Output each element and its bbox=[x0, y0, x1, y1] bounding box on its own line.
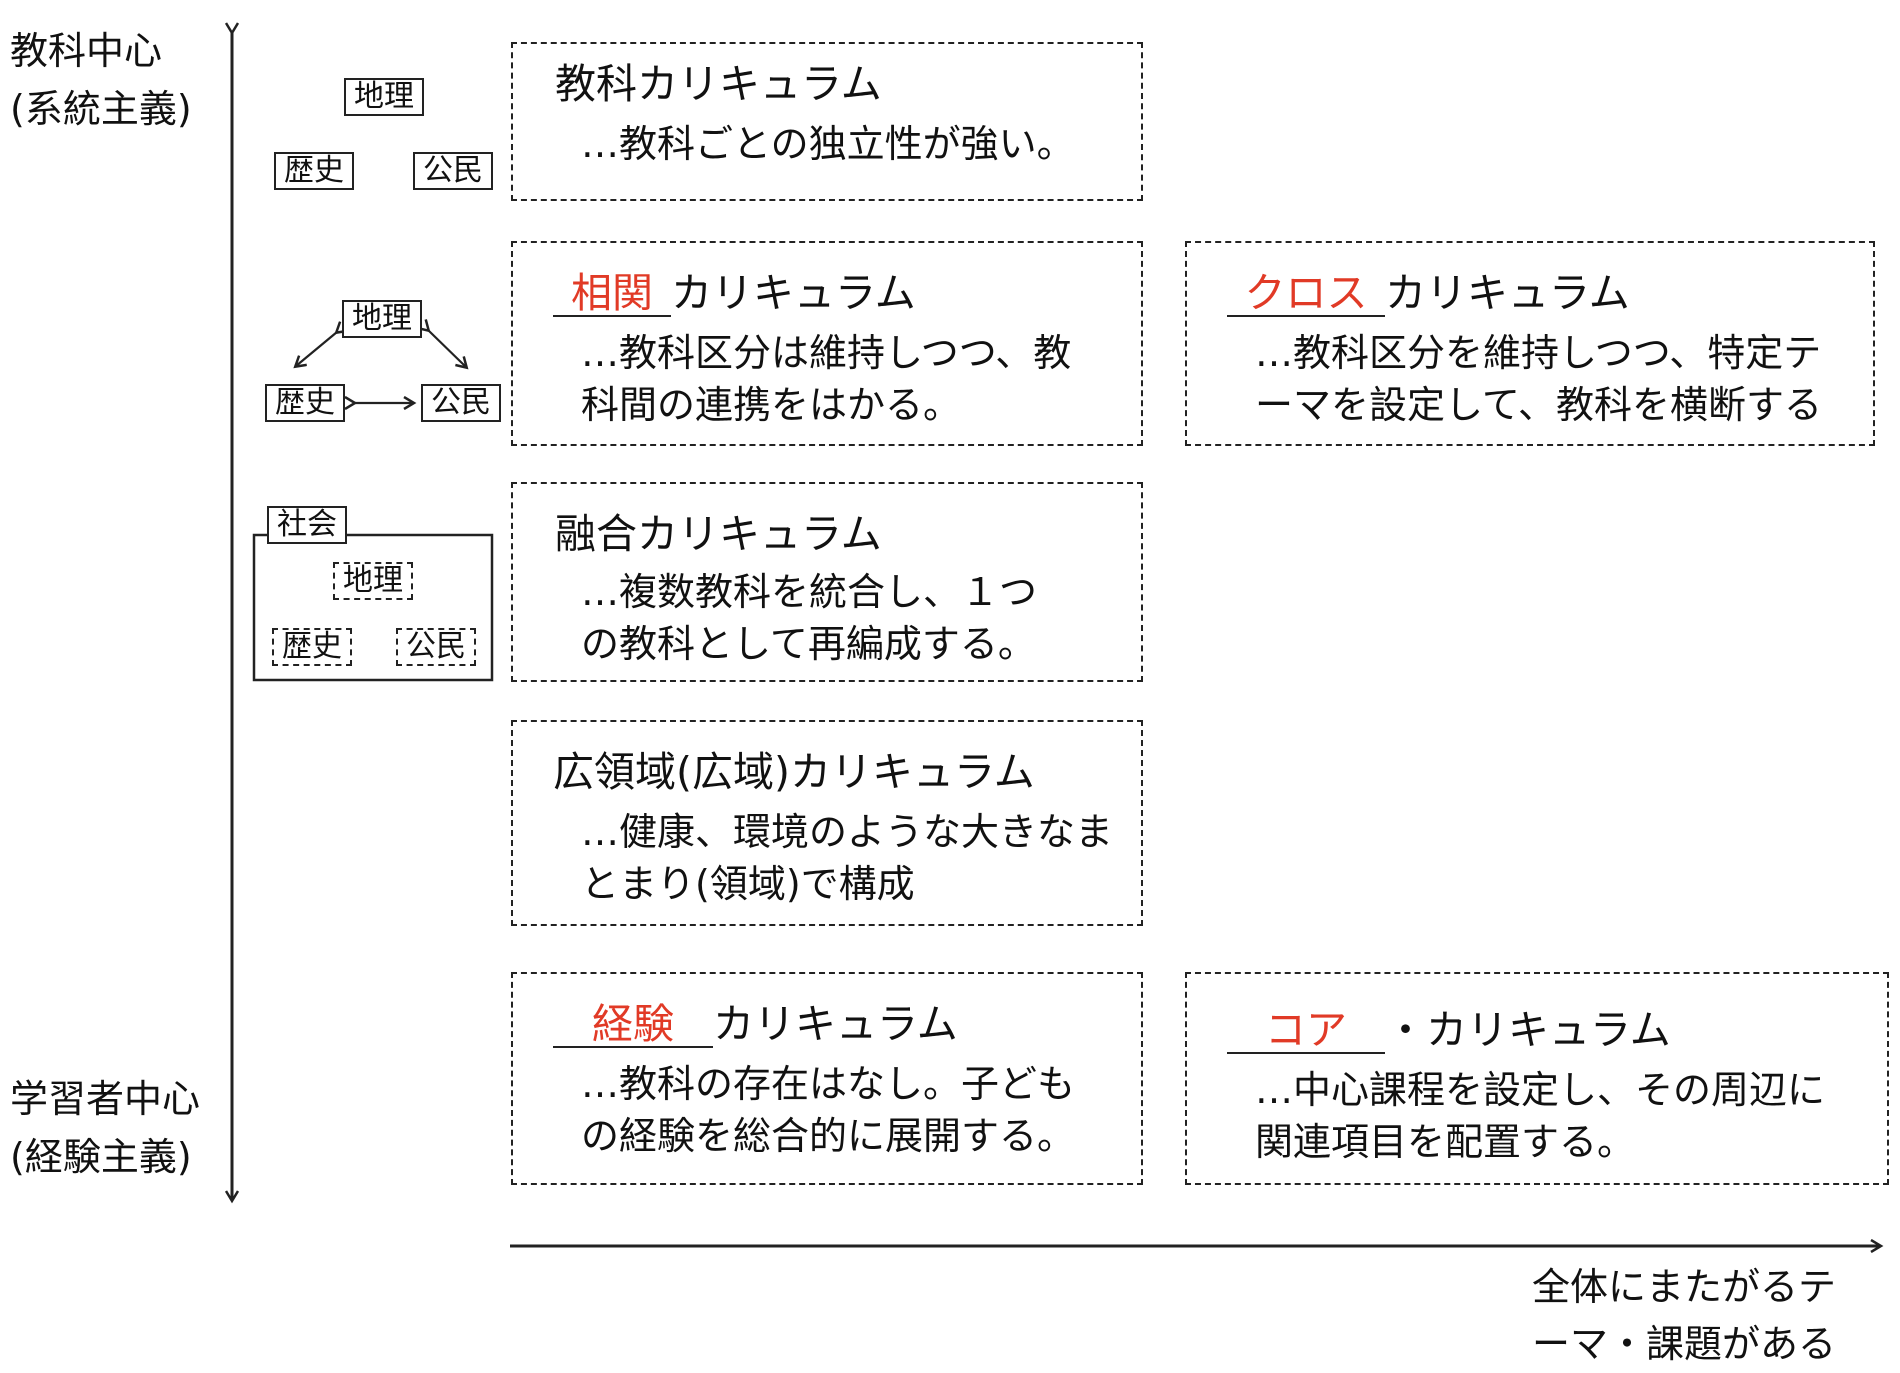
cross-title-suffix: カリキュラム bbox=[1385, 269, 1630, 317]
fused-curriculum-title: 融合カリキュラム bbox=[555, 510, 882, 558]
fused-subject-society: 社会 bbox=[267, 506, 347, 544]
corr-subject-civics: 公民 bbox=[421, 384, 501, 422]
experience-curriculum-desc-line1: …教科の存在はなし。子ども bbox=[581, 1062, 1076, 1106]
fused-curriculum-box: 融合カリキュラム …複数教科を統合し、１つ の教科として再編成する。 bbox=[511, 482, 1143, 682]
correlated-curriculum-desc-line2: 科間の連携をはかる。 bbox=[581, 383, 962, 427]
cross-answer-blank: クロス bbox=[1227, 271, 1385, 317]
core-curriculum-title: コア・カリキュラム bbox=[1227, 1004, 1671, 1056]
cross-curriculum-desc-line2: ーマを設定して、教科を横断する bbox=[1255, 383, 1822, 427]
experience-curriculum-box: 経験カリキュラム …教科の存在はなし。子ども の経験を総合的に展開する。 bbox=[511, 972, 1143, 1185]
fused-curriculum-desc-line2: の教科として再編成する。 bbox=[581, 622, 1036, 666]
core-curriculum-desc-line2: 関連項目を配置する。 bbox=[1255, 1120, 1636, 1164]
axis-top-label-line2: (系統主義) bbox=[10, 87, 192, 131]
cross-curriculum-desc-line1: …教科区分を維持しつつ、特定テ bbox=[1255, 331, 1822, 375]
correlated-curriculum-title: 相関カリキュラム bbox=[553, 267, 916, 319]
cross-curriculum-box: クロスカリキュラム …教科区分を維持しつつ、特定テ ーマを設定して、教科を横断す… bbox=[1185, 241, 1875, 446]
broad-field-curriculum-box: 広領域(広域)カリキュラム …健康、環境のような大きなま とまり(領域)で構成 bbox=[511, 720, 1143, 926]
subject-geography: 地理 bbox=[344, 78, 424, 116]
fused-curriculum-desc-line1: …複数教科を統合し、１つ bbox=[581, 570, 1038, 614]
correlated-curriculum-box: 相関カリキュラム …教科区分は維持しつつ、教 科間の連携をはかる。 bbox=[511, 241, 1143, 446]
axis-right-label-line1: 全体にまたがるテ bbox=[1532, 1265, 1837, 1309]
core-answer-blank: コア bbox=[1227, 1008, 1385, 1054]
subject-curriculum-title: 教科カリキュラム bbox=[555, 60, 882, 108]
correlated-curriculum-desc-line1: …教科区分は維持しつつ、教 bbox=[581, 331, 1072, 375]
arrow-geo-civics bbox=[428, 330, 466, 367]
correlated-answer-blank: 相関 bbox=[553, 271, 671, 317]
axis-top-label-line1: 教科中心 bbox=[10, 29, 163, 73]
subject-history: 歴史 bbox=[274, 152, 354, 190]
broad-field-curriculum-desc-line1: …健康、環境のような大きなま bbox=[581, 810, 1114, 854]
corr-subject-geography: 地理 bbox=[342, 300, 422, 338]
subject-curriculum-box: 教科カリキュラム …教科ごとの独立性が強い。 bbox=[511, 42, 1143, 201]
fused-subject-civics: 公民 bbox=[396, 628, 476, 666]
subject-civics: 公民 bbox=[413, 152, 493, 190]
fused-subject-geography: 地理 bbox=[333, 562, 413, 600]
experience-curriculum-title: 経験カリキュラム bbox=[553, 998, 958, 1050]
experience-answer-blank: 経験 bbox=[553, 1002, 713, 1048]
fused-subject-history: 歴史 bbox=[272, 628, 352, 666]
cross-curriculum-title: クロスカリキュラム bbox=[1227, 267, 1630, 319]
axis-bottom-label-line1: 学習者中心 bbox=[10, 1077, 201, 1121]
experience-title-suffix: カリキュラム bbox=[713, 1000, 958, 1048]
corr-subject-history: 歴史 bbox=[265, 384, 345, 422]
core-curriculum-box: コア・カリキュラム …中心課程を設定し、その周辺に 関連項目を配置する。 bbox=[1185, 972, 1889, 1185]
experience-curriculum-desc-line2: の経験を総合的に展開する。 bbox=[581, 1114, 1076, 1158]
axis-bottom-label-line2: (経験主義) bbox=[10, 1135, 192, 1179]
arrow-geo-history bbox=[296, 332, 337, 366]
axis-right-label-line2: ーマ・課題がある bbox=[1532, 1322, 1837, 1366]
broad-field-curriculum-title: 広領域(広域)カリキュラム bbox=[553, 748, 1035, 796]
society-container bbox=[252, 533, 494, 682]
core-curriculum-desc-line1: …中心課程を設定し、その周辺に bbox=[1255, 1068, 1826, 1112]
core-title-suffix: ・カリキュラム bbox=[1385, 1006, 1671, 1054]
subject-curriculum-desc-line1: …教科ごとの独立性が強い。 bbox=[581, 122, 1075, 166]
broad-field-curriculum-desc-line2: とまり(領域)で構成 bbox=[581, 862, 915, 906]
correlated-title-suffix: カリキュラム bbox=[671, 269, 916, 317]
